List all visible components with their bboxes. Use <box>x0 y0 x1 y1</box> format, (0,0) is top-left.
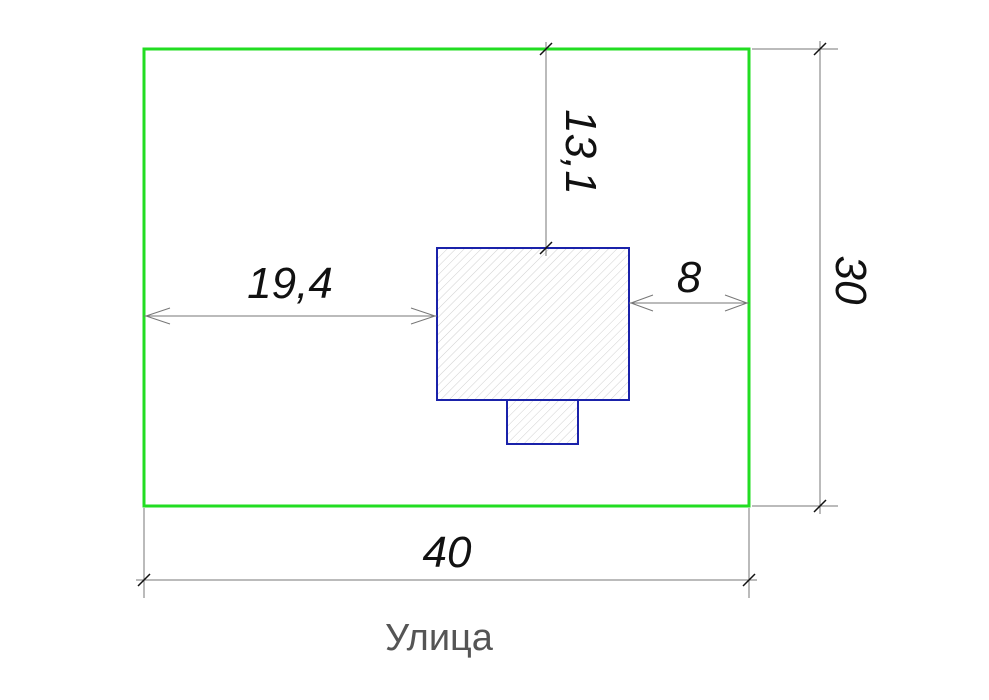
right-offset-label: 8 <box>677 253 702 302</box>
dimension-left-offset <box>143 258 437 332</box>
left-offset-label: 19,4 <box>247 259 333 308</box>
dimension-right-offset <box>629 258 750 314</box>
street-label: Улица <box>385 617 494 659</box>
dimension-front-offset <box>539 42 553 256</box>
house-porch <box>506 399 579 445</box>
width-label: 40 <box>423 528 472 577</box>
front-offset-label: 13,1 <box>556 109 605 195</box>
dimension-depth <box>752 41 838 514</box>
house-main <box>436 247 630 401</box>
depth-label: 30 <box>826 256 875 305</box>
dimension-width <box>136 508 757 598</box>
